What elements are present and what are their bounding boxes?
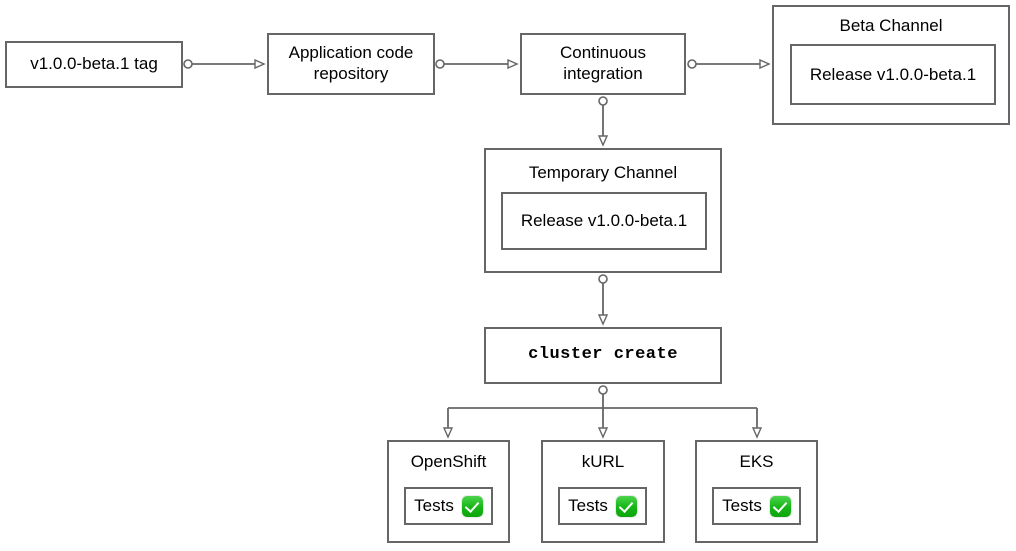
kurl-tests-label: Tests — [568, 496, 608, 515]
node-application-code-repository-label: Application code repository — [289, 43, 414, 84]
node-cluster-create-command[interactable]: cluster create — [484, 327, 722, 384]
group-openshift-title: OpenShift — [410, 452, 487, 471]
edge-tag-to-repo — [183, 60, 264, 68]
node-cluster-create-label: cluster create — [528, 345, 678, 365]
group-beta-channel-title: Beta Channel — [839, 16, 943, 35]
group-kurl-title: kURL — [581, 452, 625, 471]
beta-channel-release-box[interactable]: Release v1.0.0-beta.1 — [790, 44, 996, 105]
eks-tests-label: Tests — [722, 496, 762, 515]
group-temporary-channel-title: Temporary Channel — [528, 163, 678, 182]
ci-label-line2: integration — [563, 64, 643, 83]
node-continuous-integration-label: Continuous integration — [560, 43, 646, 84]
openshift-tests-box[interactable]: Tests — [404, 487, 493, 525]
kurl-tests-box[interactable]: Tests — [558, 487, 647, 525]
node-version-tag[interactable]: v1.0.0-beta.1 tag — [5, 41, 183, 88]
beta-channel-release-label: Release v1.0.0-beta.1 — [809, 64, 977, 84]
node-continuous-integration[interactable]: Continuous integration — [520, 33, 686, 95]
eks-tests-row: Tests — [722, 495, 791, 517]
repo-label-line1: Application code — [288, 43, 414, 63]
group-kurl[interactable]: kURL Tests — [541, 440, 665, 543]
kurl-tests-row: Tests — [568, 495, 637, 517]
ci-label-line1: Continuous — [559, 43, 646, 63]
edge-ci-to-temporary-channel — [599, 96, 607, 145]
group-beta-channel[interactable]: Beta Channel Release v1.0.0-beta.1 — [772, 5, 1010, 125]
eks-tests-box[interactable]: Tests — [712, 487, 801, 525]
group-openshift[interactable]: OpenShift Tests — [387, 440, 510, 543]
edge-repo-to-ci — [435, 60, 517, 68]
node-version-tag-label: v1.0.0-beta.1 tag — [30, 54, 158, 74]
green-check-icon — [769, 495, 791, 517]
edge-cluster-create-branch — [448, 385, 757, 437]
group-eks[interactable]: EKS Tests — [695, 440, 818, 543]
edge-ci-to-beta-channel — [687, 60, 769, 68]
temporary-channel-release-box[interactable]: Release v1.0.0-beta.1 — [501, 192, 707, 250]
green-check-icon — [461, 495, 483, 517]
group-eks-title: EKS — [739, 452, 774, 471]
group-temporary-channel[interactable]: Temporary Channel Release v1.0.0-beta.1 — [484, 148, 722, 273]
repo-label-line2: repository — [313, 64, 389, 83]
openshift-tests-row: Tests — [414, 495, 483, 517]
openshift-tests-label: Tests — [414, 496, 454, 515]
green-check-icon — [615, 495, 637, 517]
node-application-code-repository[interactable]: Application code repository — [267, 33, 435, 95]
edge-temporary-channel-to-cluster-create — [599, 274, 607, 324]
temporary-channel-release-label: Release v1.0.0-beta.1 — [520, 211, 688, 230]
